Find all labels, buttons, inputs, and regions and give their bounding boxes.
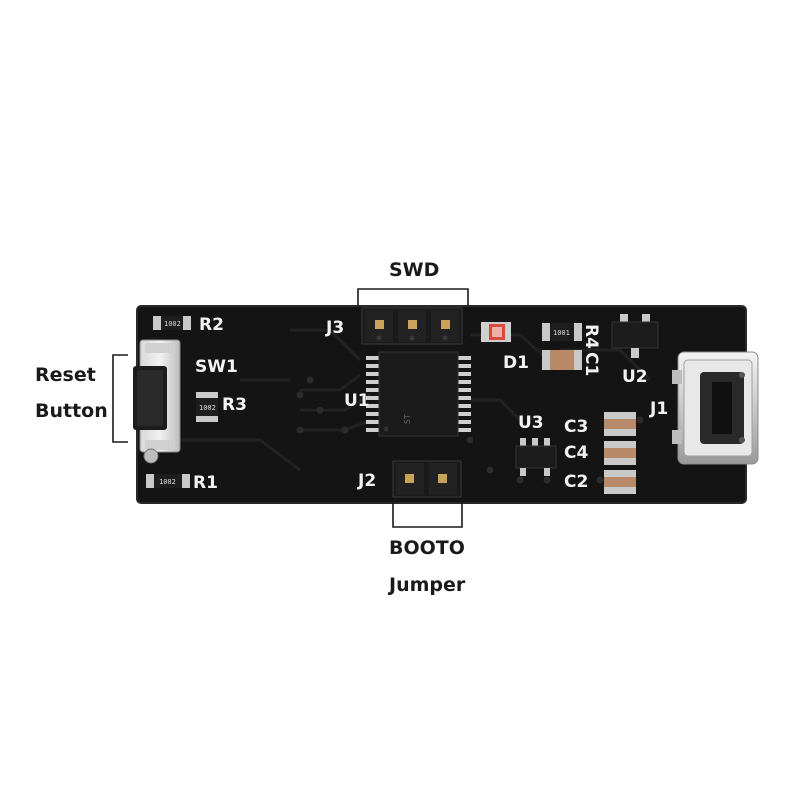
resistor-code-r3: 1002 bbox=[199, 404, 216, 412]
silk-r2: R2 bbox=[199, 315, 224, 335]
silk-c1: C1 bbox=[581, 352, 601, 376]
silk-d1: D1 bbox=[503, 353, 529, 373]
capacitor-c1 bbox=[542, 350, 582, 370]
boot0-callout-line1: BOOTO bbox=[389, 537, 465, 559]
reset-button-sw1 bbox=[133, 339, 181, 464]
boot0-callout-line2: Jumper bbox=[389, 574, 466, 596]
resistor-r3: 1002 bbox=[196, 392, 218, 422]
resistor-code-r1: 1002 bbox=[159, 478, 176, 486]
ic-u1: ST bbox=[366, 351, 471, 437]
micro-usb-connector-j1 bbox=[672, 351, 759, 465]
boot0-bracket bbox=[392, 500, 463, 528]
led-d1 bbox=[481, 322, 511, 342]
silk-u1: U1 bbox=[344, 391, 370, 411]
resistor-code-r4: 1001 bbox=[553, 329, 570, 337]
callout-lines bbox=[112, 288, 469, 528]
silk-j2: J2 bbox=[357, 471, 376, 491]
ic-u2 bbox=[611, 314, 659, 358]
capacitor-c3 bbox=[604, 412, 636, 436]
resistor-r1: 1002 bbox=[146, 474, 190, 488]
silk-r4: R4 bbox=[581, 324, 601, 349]
reset-callout-line1: Reset bbox=[35, 364, 96, 386]
capacitor-c2 bbox=[604, 470, 636, 494]
resistor-r2: 1002 bbox=[153, 316, 191, 330]
pcb-traces bbox=[180, 328, 652, 472]
swd-header-j3 bbox=[361, 307, 463, 345]
silk-u2: U2 bbox=[622, 367, 648, 387]
boot0-header-j2 bbox=[392, 460, 462, 498]
silk-c4: C4 bbox=[564, 443, 588, 463]
silk-r3: R3 bbox=[222, 395, 247, 415]
svg-text:ST: ST bbox=[403, 414, 412, 424]
silk-j1: J1 bbox=[649, 399, 668, 419]
silk-j3: J3 bbox=[325, 318, 344, 338]
silk-c3: C3 bbox=[564, 417, 588, 437]
resistor-code-r2: 1002 bbox=[164, 320, 181, 328]
silk-sw1: SW1 bbox=[195, 357, 238, 377]
silk-u3: U3 bbox=[518, 413, 544, 433]
swd-callout: SWD bbox=[389, 259, 440, 281]
reset-callout-line2: Button bbox=[35, 400, 108, 422]
capacitor-c4 bbox=[604, 441, 636, 465]
ic-u3 bbox=[515, 438, 557, 476]
reset-bracket bbox=[112, 354, 128, 443]
swd-bracket bbox=[357, 288, 469, 306]
resistor-r4: 1001 bbox=[542, 323, 582, 341]
silk-r1: R1 bbox=[193, 473, 218, 493]
silk-c2: C2 bbox=[564, 472, 588, 492]
